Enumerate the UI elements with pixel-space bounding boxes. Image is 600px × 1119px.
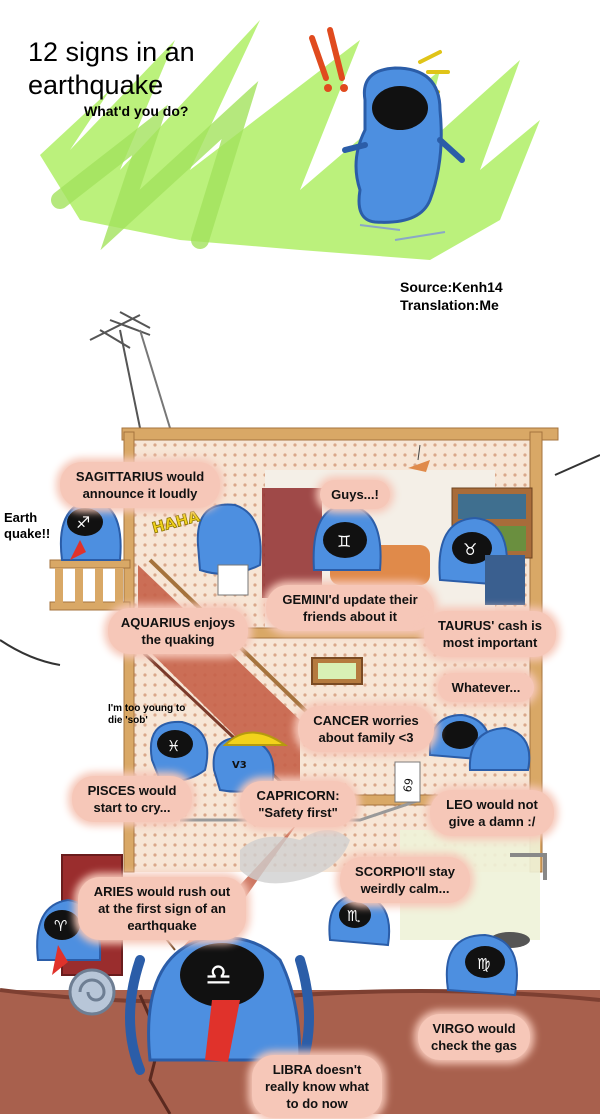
gemini-caption: GEMINI'd update their friends about it (266, 585, 434, 631)
aries-caption: ARIES would rush out at the first sign o… (78, 877, 246, 940)
antenna (89, 311, 171, 429)
aries-character (36, 898, 116, 1016)
libra-caption: LIBRA doesn't really know what to do now (252, 1055, 382, 1118)
scorpio-caption: SCORPIO'll stay weirdly calm... (340, 857, 470, 903)
taurus-caption: TAURUS' cash is most important (424, 611, 556, 657)
aquarius-character (196, 503, 262, 596)
sagittarius-symbol: ♐ (76, 513, 90, 532)
capricorn-caption: CAPRICORN: "Safety first" (240, 781, 356, 827)
virgo-caption: VIRGO would check the gas (418, 1014, 530, 1060)
aries-symbol: ♈ (54, 917, 67, 935)
taurus-character (438, 516, 525, 605)
virgo-character (445, 933, 518, 997)
whatever-bubble: Whatever... (438, 673, 534, 702)
helmet-label: V3 (232, 760, 247, 771)
pisces-symbol: ♓ (167, 737, 180, 755)
comic-subtitle: What'd you do? (84, 103, 189, 119)
too-young-note: I'm too young to die 'sob' (108, 703, 186, 726)
cancer-leo-characters (394, 713, 531, 803)
capricorn-character (212, 731, 289, 793)
source-credit: Source:Kenh14 (400, 279, 503, 295)
libra-character (125, 936, 314, 1075)
pisces-caption: PISCES would start to cry... (72, 776, 192, 822)
gemini-symbol: ♊ (337, 532, 351, 551)
sagittarius-caption: SAGITTARIUS would announce it loudly (60, 462, 220, 508)
libra-symbol: ♎ (205, 958, 232, 993)
top-character (309, 27, 465, 241)
power-wire (554, 454, 600, 476)
pisces-character (149, 720, 209, 783)
cancer-caption: CANCER worries about family <3 (298, 706, 434, 752)
aquarius-caption: AQUARIUS enjoys the quaking (108, 608, 248, 654)
scorpio-character (328, 893, 391, 947)
guys-bubble: Guys...! (320, 480, 390, 509)
gemini-character (312, 503, 382, 571)
virgo-symbol: ♍ (477, 955, 490, 973)
translation-credit: Translation:Me (400, 297, 499, 313)
scorpio-symbol: ♏ (347, 907, 361, 925)
comic-title: 12 signs in an earthquake (28, 37, 195, 100)
leo-caption: LEO would not give a damn :/ (430, 790, 554, 836)
sagittarius-character (59, 498, 122, 561)
card-label: 69 (401, 777, 416, 793)
earthquake-shout: Earth quake!! (4, 510, 51, 541)
taurus-symbol: ♉ (463, 540, 477, 559)
